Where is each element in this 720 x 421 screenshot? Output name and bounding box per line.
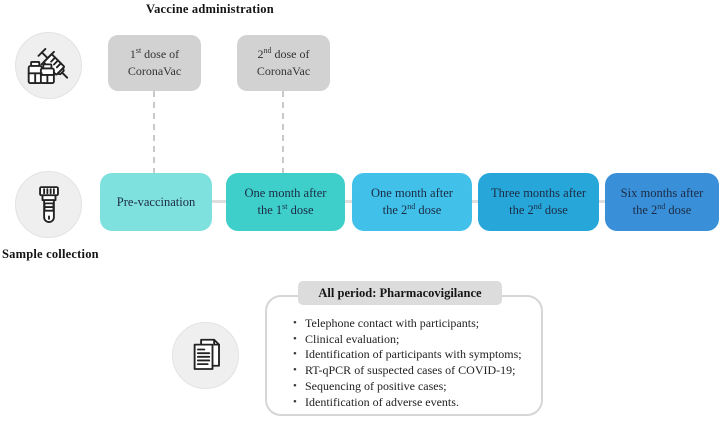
pv-item: Sequencing of positive cases; <box>292 379 532 395</box>
pharmacovigilance-icon-circle <box>172 322 239 389</box>
timeline-box-1m-after-dose1: One month after the 1st dose <box>226 173 345 231</box>
timeline-box-6m-after-dose2: Six months after the 2nd dose <box>605 173 719 231</box>
dose-2-box: 2nd dose of CoronaVac <box>237 35 330 91</box>
dose-2-line1: 2nd dose of <box>257 46 310 62</box>
dashed-connector-dose2 <box>282 91 284 174</box>
vaccine-icon-circle <box>15 32 82 99</box>
timeline-connector <box>592 200 612 203</box>
timeline-box-1m-after-dose2: One month after the 2nd dose <box>352 173 472 231</box>
pv-item: Identification of participants with symp… <box>292 347 532 363</box>
pharmacovigilance-list: Telephone contact with participants; Cli… <box>292 316 532 410</box>
timeline-connector <box>338 200 358 203</box>
dose-1-line1: 1st dose of <box>129 46 180 62</box>
timeline-connector <box>465 200 485 203</box>
timeline-box-3m-after-dose2: Three months after the 2nd dose <box>478 173 599 231</box>
pv-item: Clinical evaluation; <box>292 332 532 348</box>
blood-collection-tube-icon <box>38 185 59 223</box>
timeline-connector <box>206 200 232 203</box>
pv-item: Identification of adverse events. <box>292 395 532 411</box>
sample-collection-label: Sample collection <box>2 247 99 261</box>
timeline-box-pre-vaccination: Pre-vaccination <box>100 173 212 231</box>
document-report-icon <box>193 338 220 370</box>
pv-item: RT-qPCR of suspected cases of COVID-19; <box>292 363 532 379</box>
pv-item: Telephone contact with participants; <box>292 316 532 332</box>
sample-icon-circle <box>15 171 82 238</box>
syringe-and-vials-icon <box>27 47 68 84</box>
dashed-connector-dose1 <box>153 91 155 174</box>
pharmacovigilance-header: All period: Pharmacovigilance <box>298 281 502 305</box>
vaccine-administration-title: Vaccine administration <box>146 2 274 16</box>
dose-2-line2: CoronaVac <box>256 64 311 78</box>
dose-1-line2: CoronaVac <box>127 64 182 78</box>
dose-1-box: 1st dose of CoronaVac <box>108 35 201 91</box>
